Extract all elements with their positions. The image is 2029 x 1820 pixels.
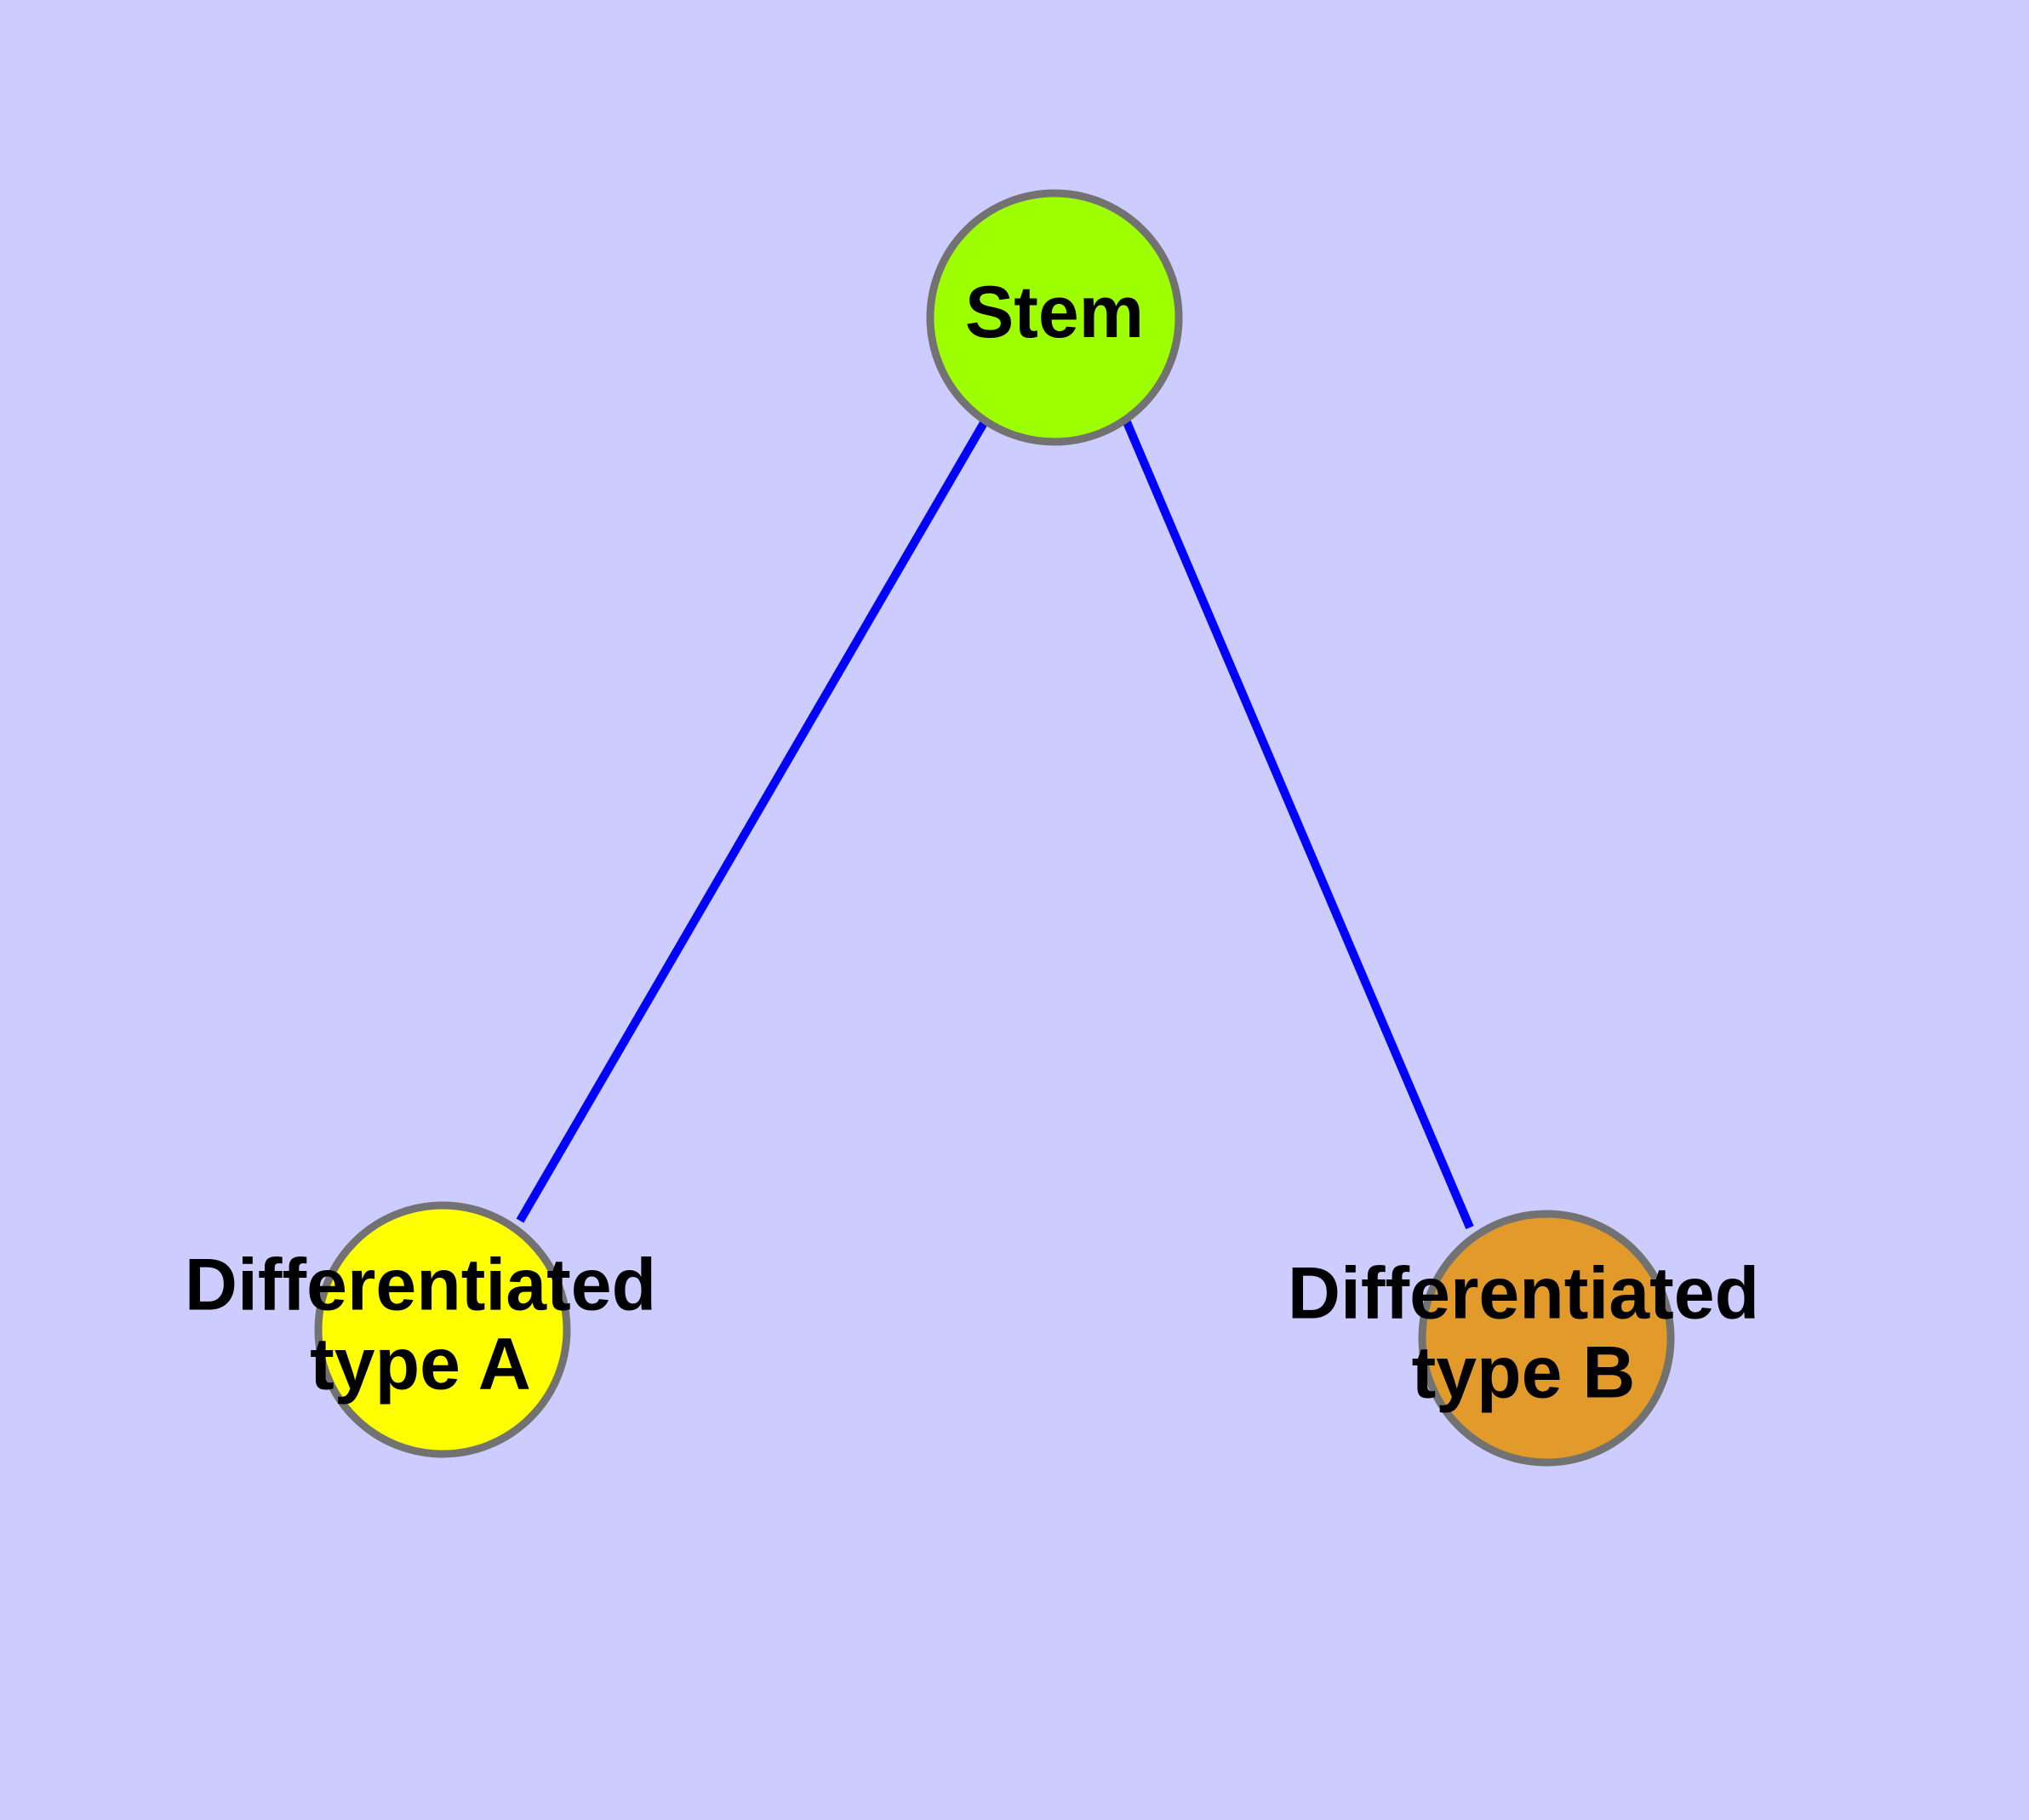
- nodes-layer: [314, 189, 1675, 1467]
- edge-stem-to-diff-b: [1123, 421, 1474, 1229]
- node-label-line: Stem: [965, 272, 1144, 353]
- node-label-line: type B: [1412, 1331, 1636, 1413]
- node-stem[interactable]: [926, 189, 1183, 446]
- node-label-line: Differentiated: [185, 1244, 656, 1325]
- node-label-line: Differentiated: [1288, 1252, 1759, 1334]
- node-label-stem: Stem: [965, 272, 1144, 353]
- node-diff-b[interactable]: [1418, 1210, 1675, 1467]
- node-label-line: type A: [310, 1323, 531, 1405]
- edges-layer: [516, 419, 1474, 1229]
- edge-stem-to-diff-a: [516, 419, 989, 1223]
- node-diff-a[interactable]: [314, 1201, 571, 1458]
